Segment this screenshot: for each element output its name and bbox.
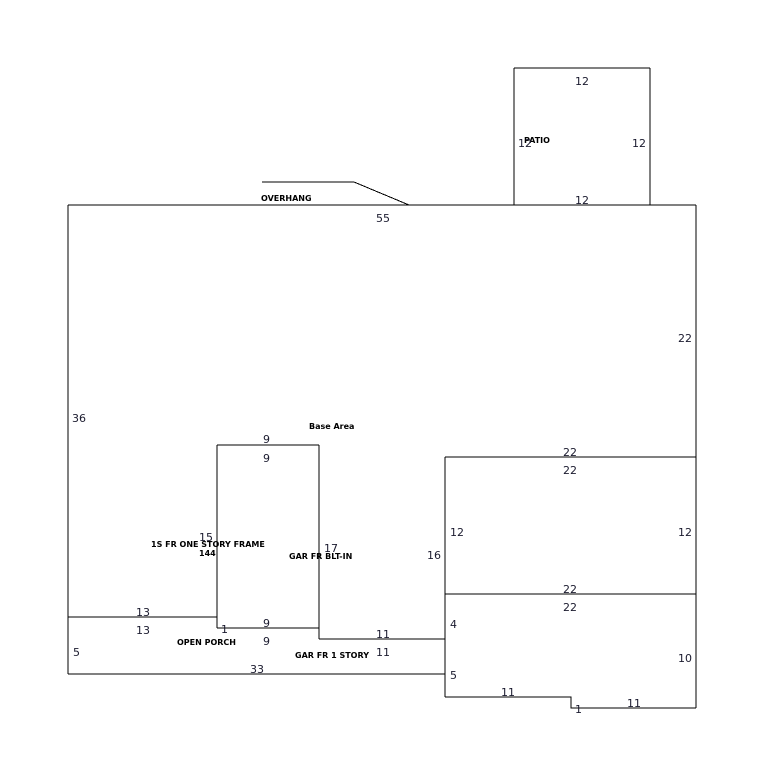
dim-porch-top-outer: 13: [136, 606, 150, 619]
dim-patio-bottom: 12: [575, 194, 589, 207]
dim-gar-upper-right: 12: [678, 526, 692, 539]
overhang-line: [262, 181, 410, 206]
garage-lower-bottom-edge: [445, 696, 696, 709]
dim-base-right: 22: [678, 332, 692, 345]
dim-gar-lower-bottom-left: 11: [501, 686, 515, 699]
dim-frame-top-outer: 9: [263, 433, 270, 446]
dim-frame-bottom-outer: 9: [263, 617, 270, 630]
dim-frame-bottom-inner: 9: [263, 635, 270, 648]
sketch-lines: [67, 67, 697, 709]
dim-patio-top: 12: [575, 75, 589, 88]
dim-porch-top-inner: 13: [136, 624, 150, 637]
dim-patio-right: 12: [632, 137, 646, 150]
dim-base-left: 36: [72, 412, 86, 425]
dim-frame-left: 15: [199, 531, 213, 544]
dim-gar-lower-right: 10: [678, 652, 692, 665]
garage-one-story-label: GAR FR 1 STORY: [295, 651, 369, 660]
overhang-label: OVERHANG: [261, 194, 312, 203]
dim-frame-right: 17: [324, 542, 338, 555]
dim-base-top: 55: [376, 212, 390, 225]
dim-gar-mid-outer: 22: [563, 583, 577, 596]
dim-gar-mid-inner: 22: [563, 601, 577, 614]
dim-gar-lower-left-bottom: 5: [450, 669, 457, 682]
dim-gar-upper-top-inner: 22: [563, 464, 577, 477]
garage-built-in-label: GAR FR BLT-IN: [289, 552, 352, 561]
dim-gar-upper-top-outer: 22: [563, 446, 577, 459]
one-story-frame-area: 144: [199, 549, 216, 558]
dim-builtin-bottom-outer: 11: [376, 628, 390, 641]
dim-builtin-left: 16: [427, 549, 441, 562]
dim-gar-lower-bottom-step: 1: [575, 703, 582, 716]
dim-gar-lower-bottom-right: 11: [627, 697, 641, 710]
dim-porch-bottom: 33: [250, 663, 264, 676]
area-labels: PATIO OVERHANG Base Area 1S FR ONE STORY…: [151, 136, 550, 660]
dim-frame-top-inner: 9: [263, 452, 270, 465]
dim-gar-upper-left: 12: [450, 526, 464, 539]
dimension-labels: 12 12 12 12 55 22 36 9 9 15 17 16 22 22 …: [72, 75, 692, 716]
dim-patio-left: 12: [518, 137, 532, 150]
one-story-frame-label: 1S FR ONE STORY FRAME: [151, 540, 265, 549]
dim-gar-lower-left-top: 4: [450, 618, 457, 631]
dim-porch-left: 5: [73, 646, 80, 659]
dim-frame-bottom-step: 1: [221, 623, 228, 636]
open-porch-label: OPEN PORCH: [177, 638, 236, 647]
base-area-label: Base Area: [309, 422, 354, 431]
patio-label: PATIO: [524, 136, 550, 145]
dim-builtin-bottom-inner: 11: [376, 646, 390, 659]
